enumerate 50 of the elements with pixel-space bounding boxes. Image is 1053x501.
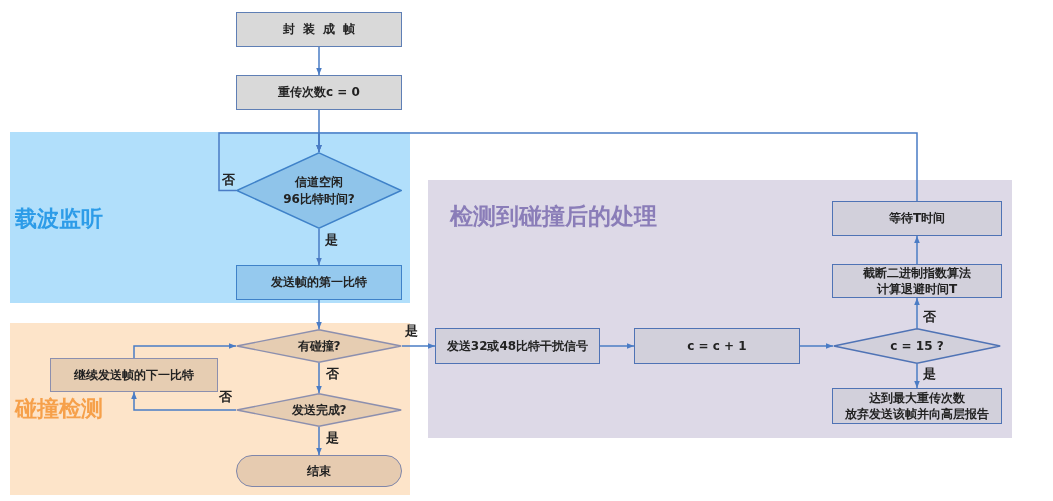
arrow (131, 391, 237, 411)
arrow (316, 228, 322, 266)
arrow (316, 299, 322, 330)
process-box (832, 388, 1002, 424)
process-box (236, 265, 402, 300)
arrow (799, 343, 834, 349)
edge-label: 是 (923, 366, 936, 382)
process-box (634, 328, 800, 364)
arrow (599, 343, 635, 349)
node-label: c = 15 ? (890, 337, 944, 355)
region-title: 载波监听 (15, 206, 103, 233)
node-label: 封装成帧 (282, 21, 363, 38)
arrow (316, 46, 322, 76)
arrow (914, 363, 920, 389)
edge-label: 否 (326, 366, 339, 382)
arrow (316, 426, 322, 456)
node-label: 重传次数c = 0 (278, 84, 360, 101)
process-box (435, 328, 600, 364)
process-box (832, 264, 1002, 298)
node-label: 发送32或48比特干扰信号 (446, 337, 589, 355)
node-label: 继续发送帧的下一比特 (74, 366, 194, 384)
edge-label: 否 (219, 389, 232, 405)
edge-label: 是 (325, 232, 338, 248)
arrow (316, 132, 918, 202)
process-box (50, 358, 218, 392)
node-label: 发送帧的第一比特 (271, 274, 367, 291)
node-label: 等待T时间 (888, 210, 946, 227)
node-label: 发送完成? (291, 401, 347, 419)
edge-label: 是 (405, 323, 418, 339)
edge-label: 否 (923, 309, 936, 325)
process-box (236, 75, 402, 110)
node-label: 达到最大重传次数放弃发送该帧并向高层报告 (845, 389, 989, 423)
arrow (133, 343, 237, 359)
region-panel (428, 180, 1012, 438)
edge-label: 是 (326, 430, 339, 446)
node-label: 有碰撞? (297, 337, 341, 355)
process-box (832, 201, 1002, 236)
arrow (914, 235, 920, 265)
region-panel (10, 132, 410, 303)
node-label: c = c + 1 (687, 337, 747, 355)
node-label: 信道空闲96比特时间? (283, 174, 355, 207)
node-label: 截断二进制指数算法计算退避时间T (863, 264, 971, 298)
region-title: 碰撞检测 (15, 396, 103, 423)
process-box (236, 12, 402, 47)
region-title: 检测到碰撞后的处理 (450, 203, 657, 231)
node-label: 结束 (307, 462, 331, 480)
arrow (316, 362, 322, 394)
arrow (914, 297, 920, 329)
arrow (401, 343, 436, 349)
edge-label: 否 (222, 172, 235, 188)
